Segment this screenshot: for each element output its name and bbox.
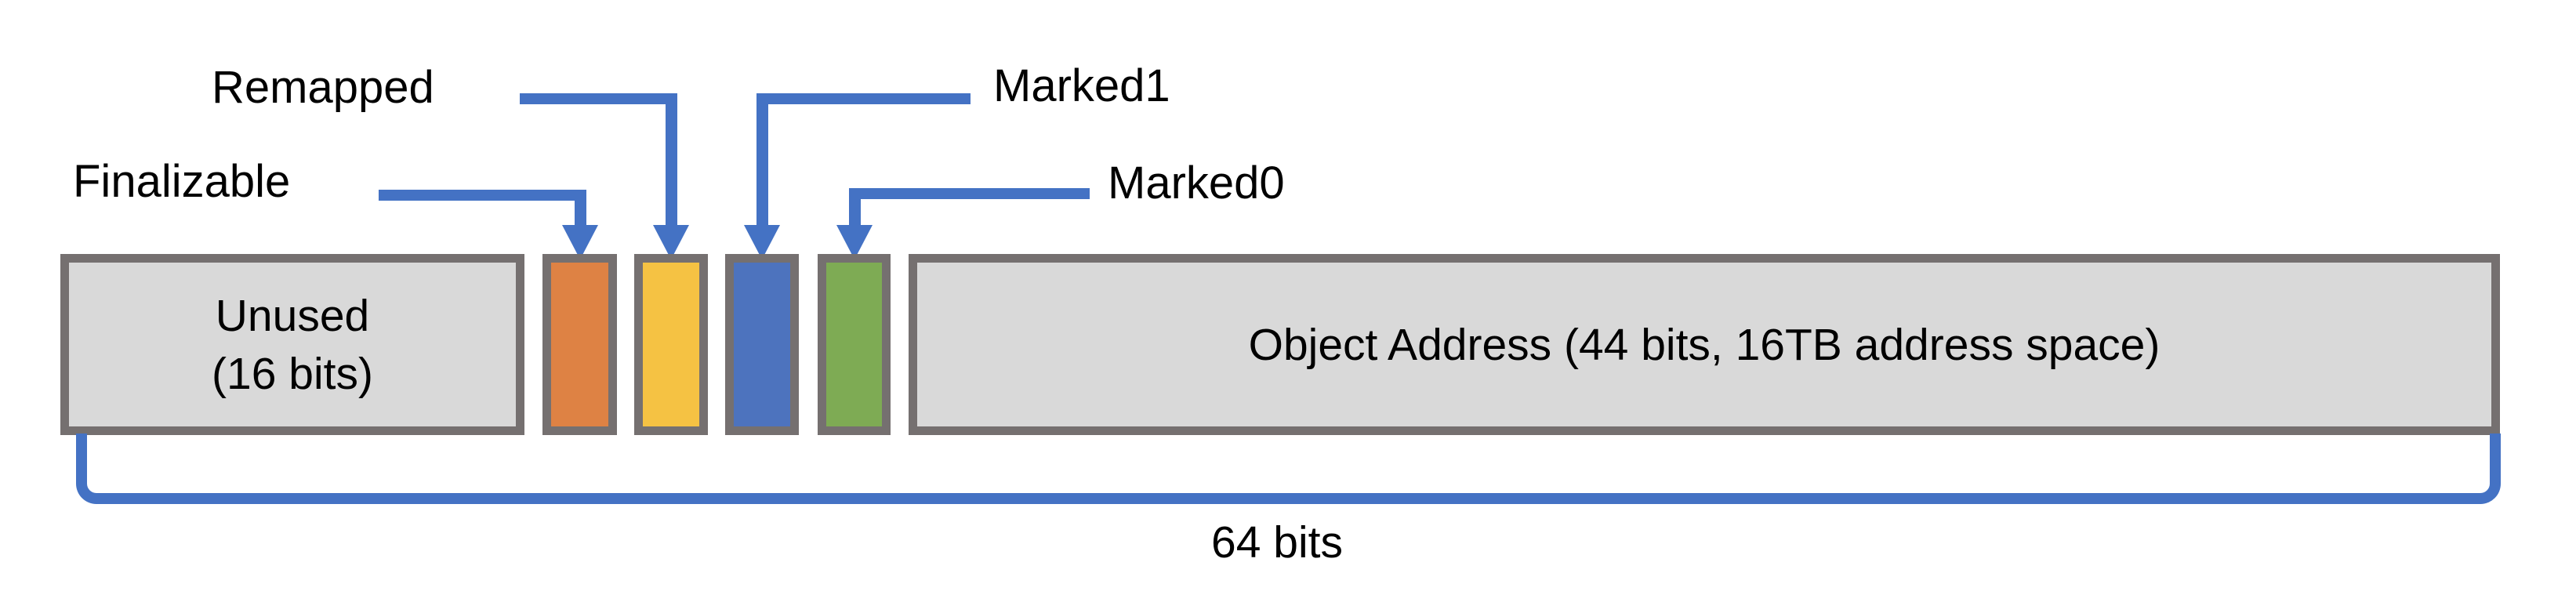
finalizable-bit-cell — [542, 254, 617, 435]
object-address-field-label: Object Address (44 bits, 16TB address sp… — [1248, 319, 2161, 370]
unused-field: Unused (16 bits) — [60, 254, 524, 435]
marked0-arrow-shaft — [849, 188, 861, 226]
finalizable-arrow-line — [379, 190, 586, 201]
marked1-arrowhead-icon — [744, 225, 780, 259]
object-address-field: Object Address (44 bits, 16TB address sp… — [909, 254, 2500, 435]
remapped-arrowhead-icon — [653, 225, 689, 259]
marked0-arrowhead-icon — [836, 225, 873, 259]
remapped-bit-cell — [634, 254, 708, 435]
marked1-arrow-line — [756, 93, 971, 104]
marked1-label: Marked1 — [993, 60, 1170, 111]
finalizable-arrowhead-icon — [562, 225, 598, 259]
marked0-bit-cell — [818, 254, 891, 435]
marked0-arrow-line — [849, 188, 1090, 199]
unused-field-label-line1: Unused — [215, 290, 370, 341]
marked1-bit-cell — [725, 254, 799, 435]
unused-field-label-line2: (16 bits) — [212, 348, 373, 399]
marked1-arrow-shaft — [756, 93, 768, 226]
finalizable-label: Finalizable — [73, 156, 291, 207]
finalizable-arrow-shaft — [575, 190, 586, 226]
64-bits-bracket-label: 64 bits — [1211, 517, 1343, 568]
remapped-label: Remapped — [212, 62, 434, 113]
remapped-arrow-shaft — [666, 93, 677, 226]
marked0-label: Marked0 — [1108, 158, 1285, 209]
remapped-arrow-line — [520, 93, 677, 104]
64-bits-bracket — [76, 433, 2501, 504]
